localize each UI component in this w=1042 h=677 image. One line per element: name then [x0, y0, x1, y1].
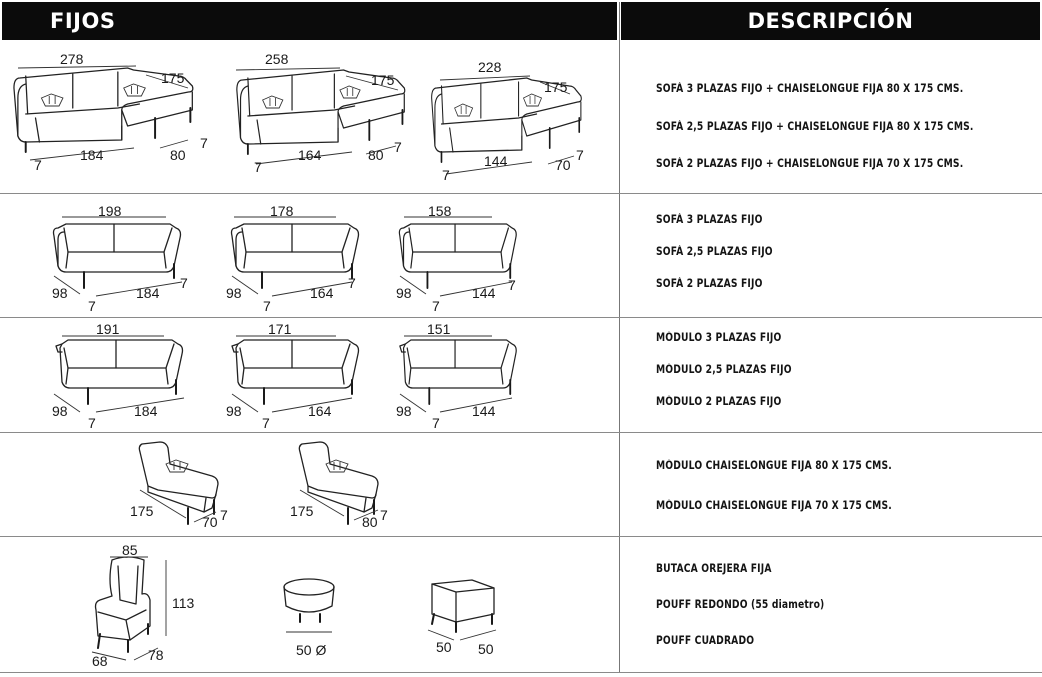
modulo-chaiselongue-70: 175 70 7 [130, 441, 228, 530]
dim-leg: 7 [220, 507, 228, 523]
row-divider-1 [0, 193, 1042, 194]
desc-row3-item2: MÓDULO 2,5 PLAZAS FIJO [656, 363, 792, 376]
sofa-2-plazas: 158 98 7 144 7 [396, 203, 518, 314]
dim-width: 85 [122, 542, 138, 558]
dim-width: 50 [436, 639, 452, 655]
row-divider-3 [0, 432, 1042, 433]
dim-chaise-width: 70 [555, 157, 571, 173]
sofa-chaise-2-5-plazas: 258 175 164 7 80 7 [235, 51, 406, 175]
dim-seat-width: 164 [298, 147, 322, 163]
sofa-2-5-plazas: 178 98 7 164 7 [226, 203, 360, 314]
dim-seat-width: 144 [472, 403, 496, 419]
modulo-2-5-plazas: 171 98 7 164 [226, 321, 360, 431]
desc-row3-item3: MÓDULO 2 PLAZAS FIJO [656, 395, 782, 408]
dim-depth: 98 [396, 403, 412, 419]
dim-seat-width: 184 [134, 403, 158, 419]
dim-depth: 175 [130, 503, 154, 519]
dim-width: 278 [60, 51, 84, 67]
dim-width: 198 [98, 203, 122, 219]
dim-leg-left: 7 [442, 167, 450, 183]
desc-row3-item1: MÓDULO 3 PLAZAS FIJO [656, 331, 782, 344]
dim-seat-width: 184 [136, 285, 160, 301]
dim-leg-left: 7 [88, 298, 96, 314]
dim-leg-right: 7 [576, 147, 584, 163]
dim-leg-right: 7 [200, 135, 208, 151]
dim-depth: 98 [52, 285, 68, 301]
dim-seat-width: 144 [484, 153, 508, 169]
dim-leg-left: 7 [34, 157, 42, 173]
dim-leg-left: 7 [88, 415, 96, 431]
dim-width: 70 [202, 514, 218, 530]
dim-chaise-depth: 175 [161, 70, 185, 86]
desc-row5-item1: BUTACA OREJERA FIJA [656, 562, 772, 575]
dim-width: 151 [427, 321, 451, 337]
dim-width: 158 [428, 203, 452, 219]
dim-leg-right: 7 [508, 277, 516, 293]
dim-leg-left: 7 [432, 415, 440, 431]
dim-diameter: 50 Ø [296, 642, 326, 658]
dim-depth: 98 [226, 285, 242, 301]
dim-seat-width: 164 [310, 285, 334, 301]
dim-leg-right: 7 [180, 275, 188, 291]
dim-depth: 98 [396, 285, 412, 301]
dim-seat-width: 164 [308, 403, 332, 419]
butaca-orejera: 85 113 68 78 [91, 542, 195, 669]
desc-row1-item3: SOFÁ 2 PLAZAS FIJO + CHAISELONGUE FIJA 7… [656, 157, 964, 170]
dim-chaise-depth: 175 [544, 79, 568, 95]
dim-width: 258 [265, 51, 289, 67]
fijos-header: FIJOS [2, 2, 617, 40]
desc-row1-item1: SOFÁ 3 PLAZAS FIJO + CHAISELONGUE FIJA 8… [656, 82, 964, 95]
desc-row2-item3: SOFÁ 2 PLAZAS FIJO [656, 277, 763, 290]
dim-width: 171 [268, 321, 292, 337]
dim-chaise-depth: 175 [371, 72, 395, 88]
dim-width: 178 [270, 203, 294, 219]
dim-leg-left: 7 [254, 159, 262, 175]
sofa-chaise-2-plazas: 228 175 144 7 70 7 [430, 59, 584, 183]
dim-leg-right: 7 [348, 275, 356, 291]
desc-row5-item3: POUFF CUADRADO [656, 634, 755, 647]
desc-row4-item1: MÓDULO CHAISELONGUE FIJA 80 X 175 CMS. [656, 459, 892, 472]
dim-height: 113 [172, 595, 195, 611]
dim-depth: 98 [52, 403, 68, 419]
dim-depth: 50 [478, 641, 494, 657]
modulo-chaiselongue-80: 175 80 7 [290, 441, 388, 530]
dim-depth: 98 [226, 403, 242, 419]
column-divider [619, 2, 620, 672]
descripcion-header: DESCRIPCIÓN [621, 2, 1040, 40]
pouf-cuadrado: 50 50 [427, 579, 497, 657]
row-divider-4 [0, 536, 1042, 537]
desc-row4-item2: MÓDULO CHAISELONGUE FIJA 70 X 175 CMS. [656, 499, 892, 512]
modulo-2-plazas: 151 98 7 144 [396, 321, 518, 431]
dim-chaise-width: 80 [170, 147, 186, 163]
dim-width: 228 [478, 59, 502, 75]
dim-seat-width: 144 [472, 285, 496, 301]
dim-depth: 175 [290, 503, 314, 519]
desc-row5-item2: POUFF REDONDO (55 diametro) [656, 598, 825, 611]
dim-side: 78 [148, 647, 164, 663]
sofa-3-plazas: 198 98 7 184 7 [52, 203, 188, 314]
dim-depth: 68 [92, 653, 108, 669]
desc-row2-item2: SOFÁ 2,5 PLAZAS FIJO [656, 245, 773, 258]
dim-leg-left: 7 [432, 298, 440, 314]
dim-width: 80 [362, 514, 378, 530]
dim-leg-left: 7 [263, 298, 271, 314]
modulo-3-plazas: 191 98 7 184 [52, 321, 185, 431]
dim-chaise-width: 80 [368, 147, 384, 163]
dim-leg-right: 7 [394, 139, 402, 155]
dim-leg: 7 [380, 507, 388, 523]
sofa-chaise-3-plazas: 278 175 184 7 80 7 [12, 51, 208, 173]
dim-width: 191 [96, 321, 120, 337]
dim-seat-width: 184 [80, 147, 104, 163]
row-divider-2 [0, 317, 1042, 318]
dim-leg-left: 7 [262, 415, 270, 431]
pouf-redondo: 50 Ø [283, 578, 335, 658]
row-divider-bottom [0, 672, 1042, 673]
desc-row1-item2: SOFÁ 2,5 PLAZAS FIJO + CHAISELONGUE FIJA… [656, 120, 974, 133]
desc-row2-item1: SOFÁ 3 PLAZAS FIJO [656, 213, 763, 226]
